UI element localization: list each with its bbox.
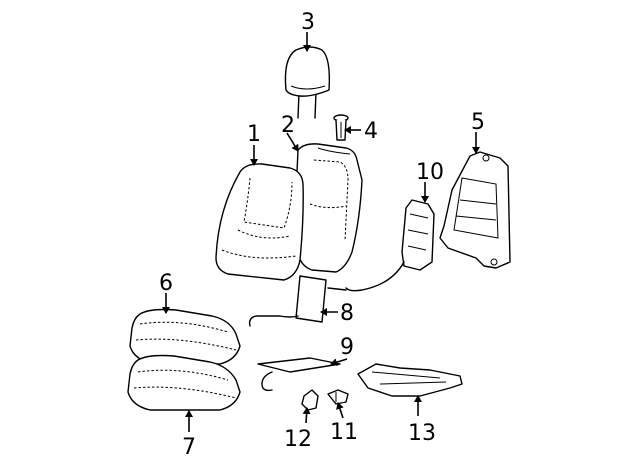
callout-1: 1 <box>247 122 261 147</box>
headrest-guide-part <box>333 114 349 141</box>
connector-part <box>327 389 349 405</box>
callout-11: 11 <box>330 420 358 445</box>
callout-9: 9 <box>340 335 354 360</box>
bracket-part <box>301 389 319 411</box>
callout-3: 3 <box>301 10 315 35</box>
callout-6: 6 <box>159 271 173 296</box>
seat-cushion-pad-part <box>127 354 241 411</box>
seat-heater-part <box>248 275 347 327</box>
cushion-heater-part <box>257 357 341 392</box>
callout-4: 4 <box>364 119 378 144</box>
callout-2: 2 <box>281 113 295 138</box>
seat-back-frame-part <box>439 151 511 269</box>
callout-arrows <box>162 32 480 432</box>
callout-8: 8 <box>340 301 354 326</box>
callout-5: 5 <box>471 110 485 135</box>
seat-back-pad-part <box>295 143 363 273</box>
seat-back-cover-part <box>215 163 304 281</box>
callout-13: 13 <box>408 421 436 446</box>
headrest-part <box>284 46 331 119</box>
seat-cushion-frame-part <box>357 363 463 397</box>
callout-12: 12 <box>284 427 312 452</box>
seat-cushion-cover-part <box>129 308 241 365</box>
callout-7: 7 <box>182 435 196 460</box>
lumbar-adjuster-part <box>345 199 435 292</box>
callout-10: 10 <box>416 160 444 185</box>
